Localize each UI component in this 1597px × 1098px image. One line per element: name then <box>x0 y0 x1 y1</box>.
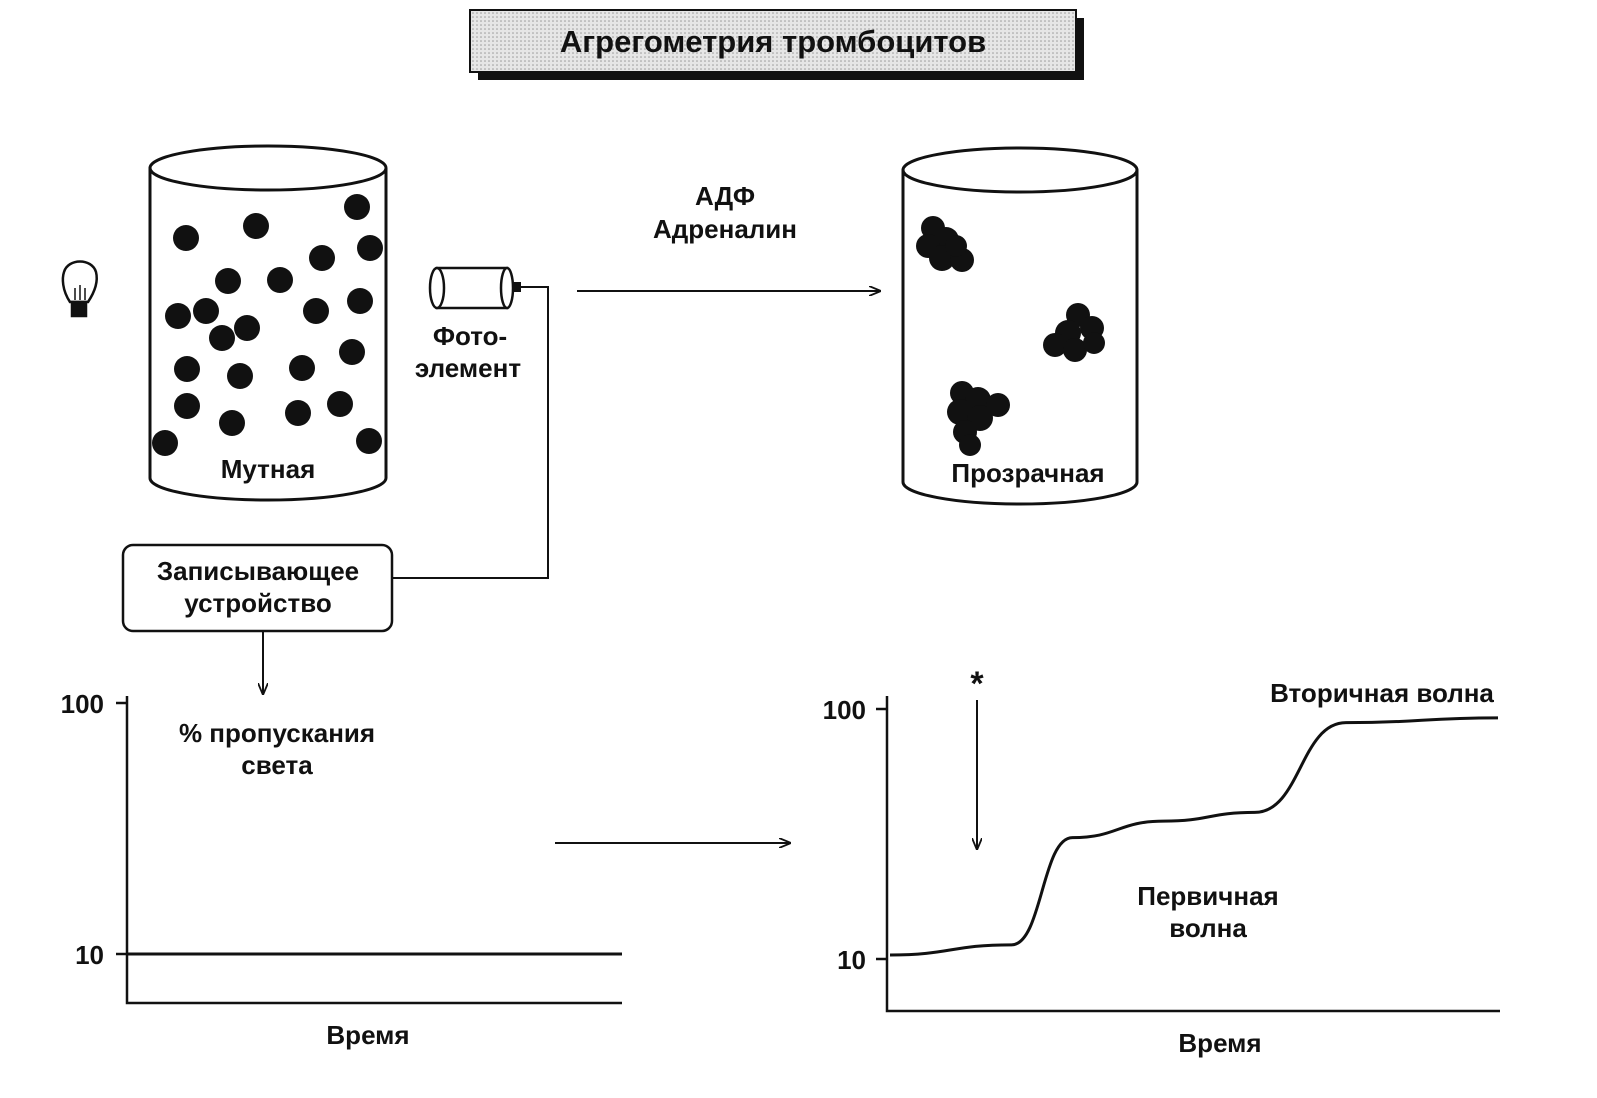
chart-left-ylabel-line1: % пропускания <box>179 718 375 748</box>
photoelement-label-line2: элемент <box>415 353 521 383</box>
turbid-cylinder: Мутная <box>148 144 388 502</box>
chart-left-tick-label-100: 100 <box>61 689 104 719</box>
chart-right-primary-wave-label-line1: Первичная <box>1137 881 1278 911</box>
recorder-box: Записывающее устройство <box>121 543 394 633</box>
clear-label: Прозрачная <box>951 458 1104 488</box>
chart-right-secondary-wave-label: Вторичная волна <box>1270 678 1494 708</box>
chart-right: 100 10 * Вторичная волна Первичная волна… <box>823 665 1500 1058</box>
chart-left-axes <box>125 696 622 1005</box>
turbid-label: Мутная <box>221 454 316 484</box>
chart-left-xlabel: Время <box>326 1020 409 1050</box>
chart-right-addition-marker: * <box>970 665 984 703</box>
agent-label-adrenaline: Адреналин <box>653 214 797 244</box>
light-bulb-icon <box>61 260 98 318</box>
clear-cylinder: Прозрачная <box>901 146 1139 506</box>
recorder-label-line2: устройство <box>184 588 331 618</box>
signal-wire <box>393 286 549 579</box>
chart-left-tick-label-10: 10 <box>75 940 104 970</box>
chart-left: 100 10 % пропускания света Время <box>61 689 623 1050</box>
platelet-aggregates <box>916 216 1105 456</box>
chart-right-tick-label-10: 10 <box>837 945 866 975</box>
chart-right-series-line <box>889 716 1499 957</box>
chart-right-primary-wave-label-line2: волна <box>1169 913 1247 943</box>
chart-right-axes <box>885 696 1500 1013</box>
photoelement-icon <box>428 266 521 310</box>
chart-right-tick-label-100: 100 <box>823 695 866 725</box>
agent-label-adp: АДФ <box>695 181 755 211</box>
title-box: Агрегометрия тромбоцитов <box>469 9 1084 80</box>
chart-right-xlabel: Время <box>1178 1028 1261 1058</box>
photoelement-label-line1: Фото- <box>433 321 507 351</box>
page-title: Агрегометрия тромбоцитов <box>560 24 986 59</box>
platelet-dots <box>152 194 383 456</box>
chart-left-ylabel-line2: света <box>241 750 313 780</box>
recorder-label-line1: Записывающее <box>157 556 359 586</box>
